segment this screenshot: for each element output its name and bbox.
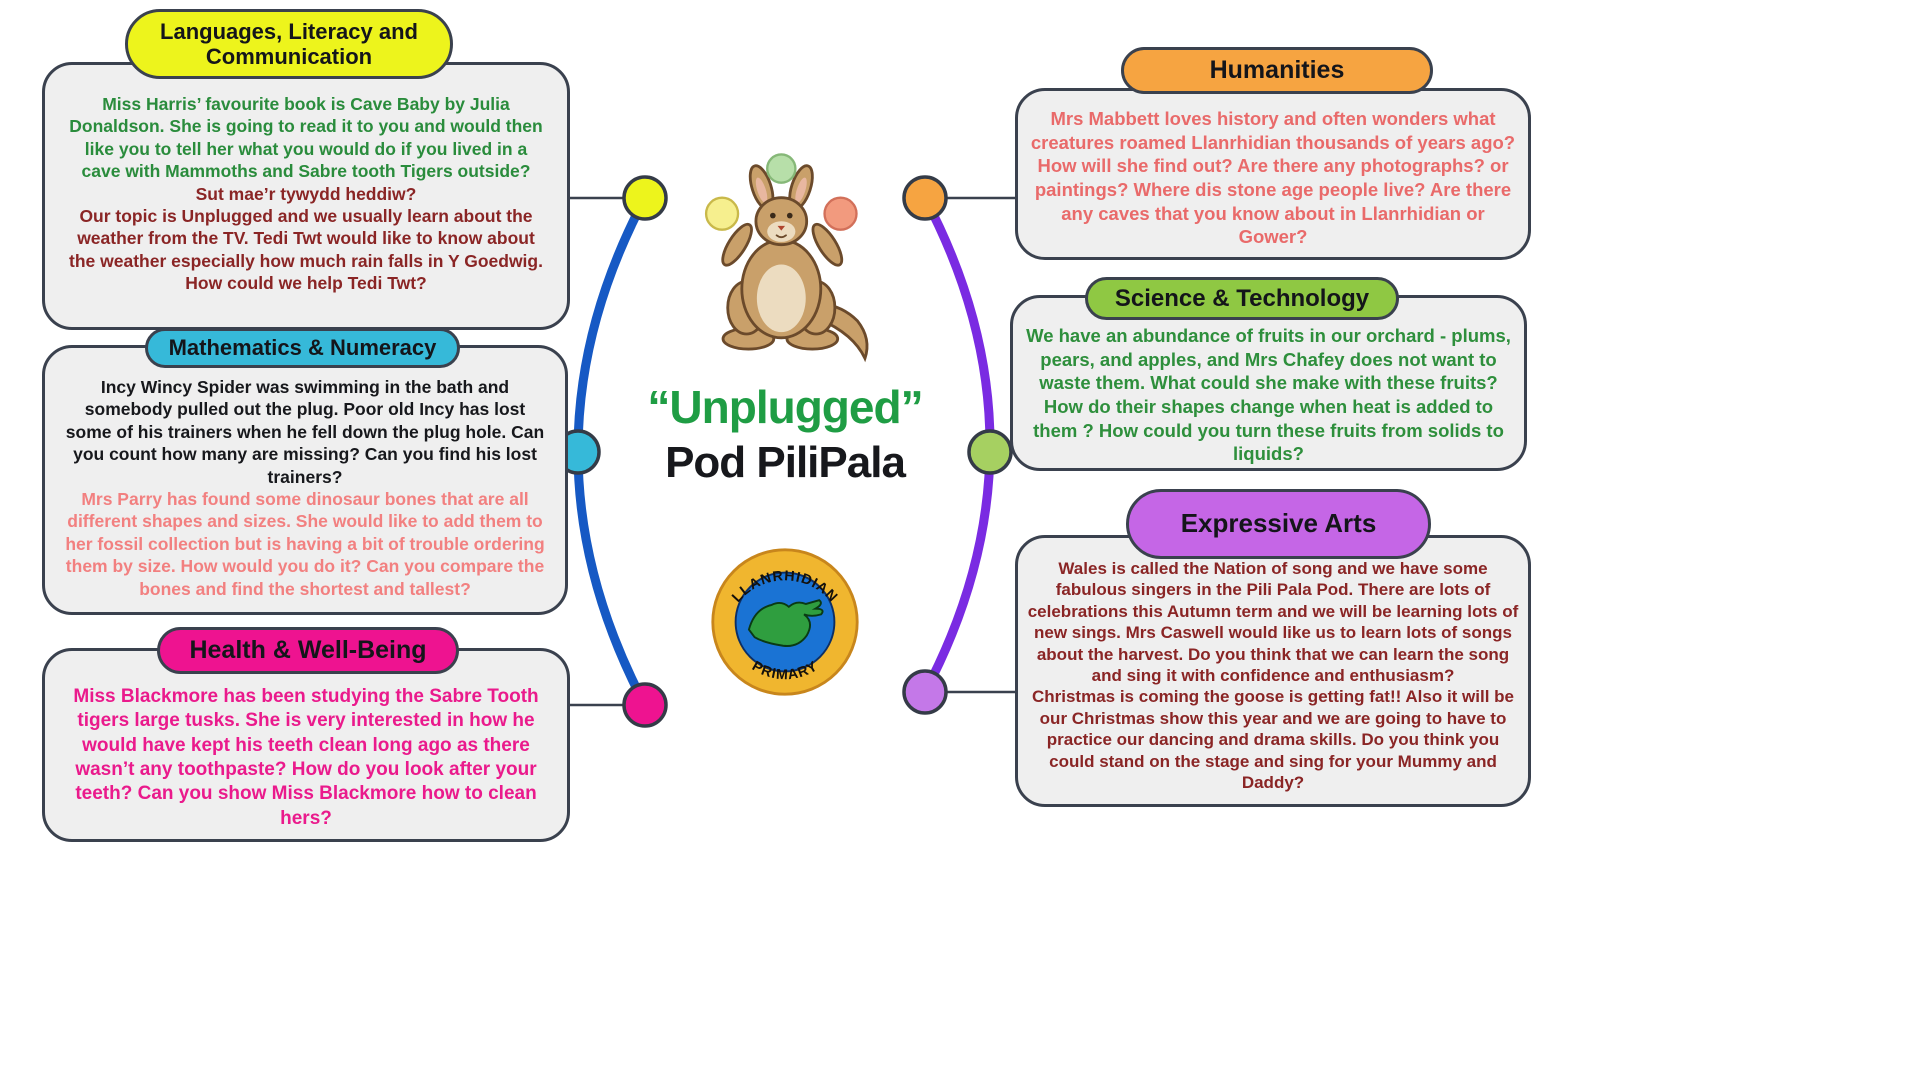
node-mathematics: Mathematics & Numeracy Incy Wincy Spider…	[42, 328, 568, 615]
connector-dot-expressive	[902, 669, 948, 715]
node-health-wellbeing: Health & Well-Being Miss Blackmore has b…	[42, 627, 570, 842]
topic-title: “Unplugged”	[647, 381, 923, 433]
node-mathematics-body: Incy Wincy Spider was swimming in the ba…	[45, 348, 565, 612]
node-humanities-header: Humanities	[1121, 47, 1433, 94]
connector-dot-humanities	[902, 175, 948, 221]
node-expressive-arts-text-1: Wales is called the Nation of song and w…	[1027, 559, 1519, 686]
kangaroo-eye	[770, 212, 776, 219]
juggling-ball-yellow	[704, 196, 740, 231]
connector-dot-health	[622, 682, 668, 728]
node-health-wellbeing-header: Health & Well-Being	[157, 627, 459, 674]
kangaroo-muzzle	[767, 221, 796, 242]
node-expressive-arts: Expressive Arts Wales is called the Nati…	[1015, 489, 1531, 807]
node-health-wellbeing-text-1: Miss Blackmore has been studying the Sab…	[73, 686, 539, 829]
node-languages-body: Miss Harris’ favourite book is Cave Baby…	[45, 65, 567, 327]
kangaroo-inner-ear	[795, 177, 807, 203]
node-languages: Languages, Literacy and Communication Mi…	[42, 9, 570, 330]
logo-gower-landmass	[747, 599, 824, 647]
node-mathematics-header: Mathematics & Numeracy	[145, 328, 460, 368]
node-languages-text-2: Sut mae’r tywydd heddiw?	[195, 183, 417, 204]
node-languages-text-3: Our topic is Unplugged and we usually le…	[69, 205, 543, 294]
kangaroo-nose	[777, 225, 786, 231]
node-science-technology-header: Science & Technology	[1085, 277, 1399, 320]
node-health-wellbeing-body: Miss Blackmore has been studying the Sab…	[45, 651, 567, 839]
node-science-technology: Science & Technology We have an abundanc…	[1010, 277, 1527, 471]
kangaroo-mouth	[775, 234, 787, 239]
node-science-technology-body: We have an abundance of fruits in our or…	[1013, 298, 1524, 468]
node-science-technology-text-1: We have an abundance of fruits in our or…	[1026, 325, 1511, 465]
node-mathematics-text-1: Incy Wincy Spider was swimming in the ba…	[65, 377, 545, 487]
kangaroo-inner-ear	[755, 177, 768, 203]
connector-dot-science	[967, 429, 1013, 475]
node-languages-header: Languages, Literacy and Communication	[125, 9, 453, 79]
node-mathematics-text-2: Mrs Parry has found some dinosaur bones …	[65, 488, 545, 599]
kangaroo-belly	[756, 264, 806, 333]
node-expressive-arts-text-2: Christmas is coming the goose is getting…	[1031, 687, 1515, 793]
node-expressive-arts-header: Expressive Arts	[1126, 489, 1431, 559]
connector-dot-languages	[622, 175, 668, 221]
node-humanities-text-1: Mrs Mabbett loves history and often wond…	[1030, 108, 1516, 248]
kangaroo-arm	[721, 222, 753, 267]
node-languages-text-1: Miss Harris’ favourite book is Cave Baby…	[69, 94, 543, 182]
node-humanities: Humanities Mrs Mabbett loves history and…	[1015, 47, 1531, 260]
kangaroo-eye	[786, 212, 793, 219]
juggling-ball-orange	[823, 196, 858, 231]
kangaroo-arm	[811, 222, 844, 267]
kangaroo-juggling-illustration	[704, 153, 869, 363]
school-logo: LLANRHIDIAN PRIMARY	[711, 548, 859, 696]
juggling-ball-green	[766, 153, 797, 184]
pod-name: Pod PiliPala	[665, 438, 906, 487]
node-expressive-arts-body: Wales is called the Nation of song and w…	[1018, 538, 1528, 804]
node-humanities-body: Mrs Mabbett loves history and often wond…	[1018, 91, 1528, 257]
